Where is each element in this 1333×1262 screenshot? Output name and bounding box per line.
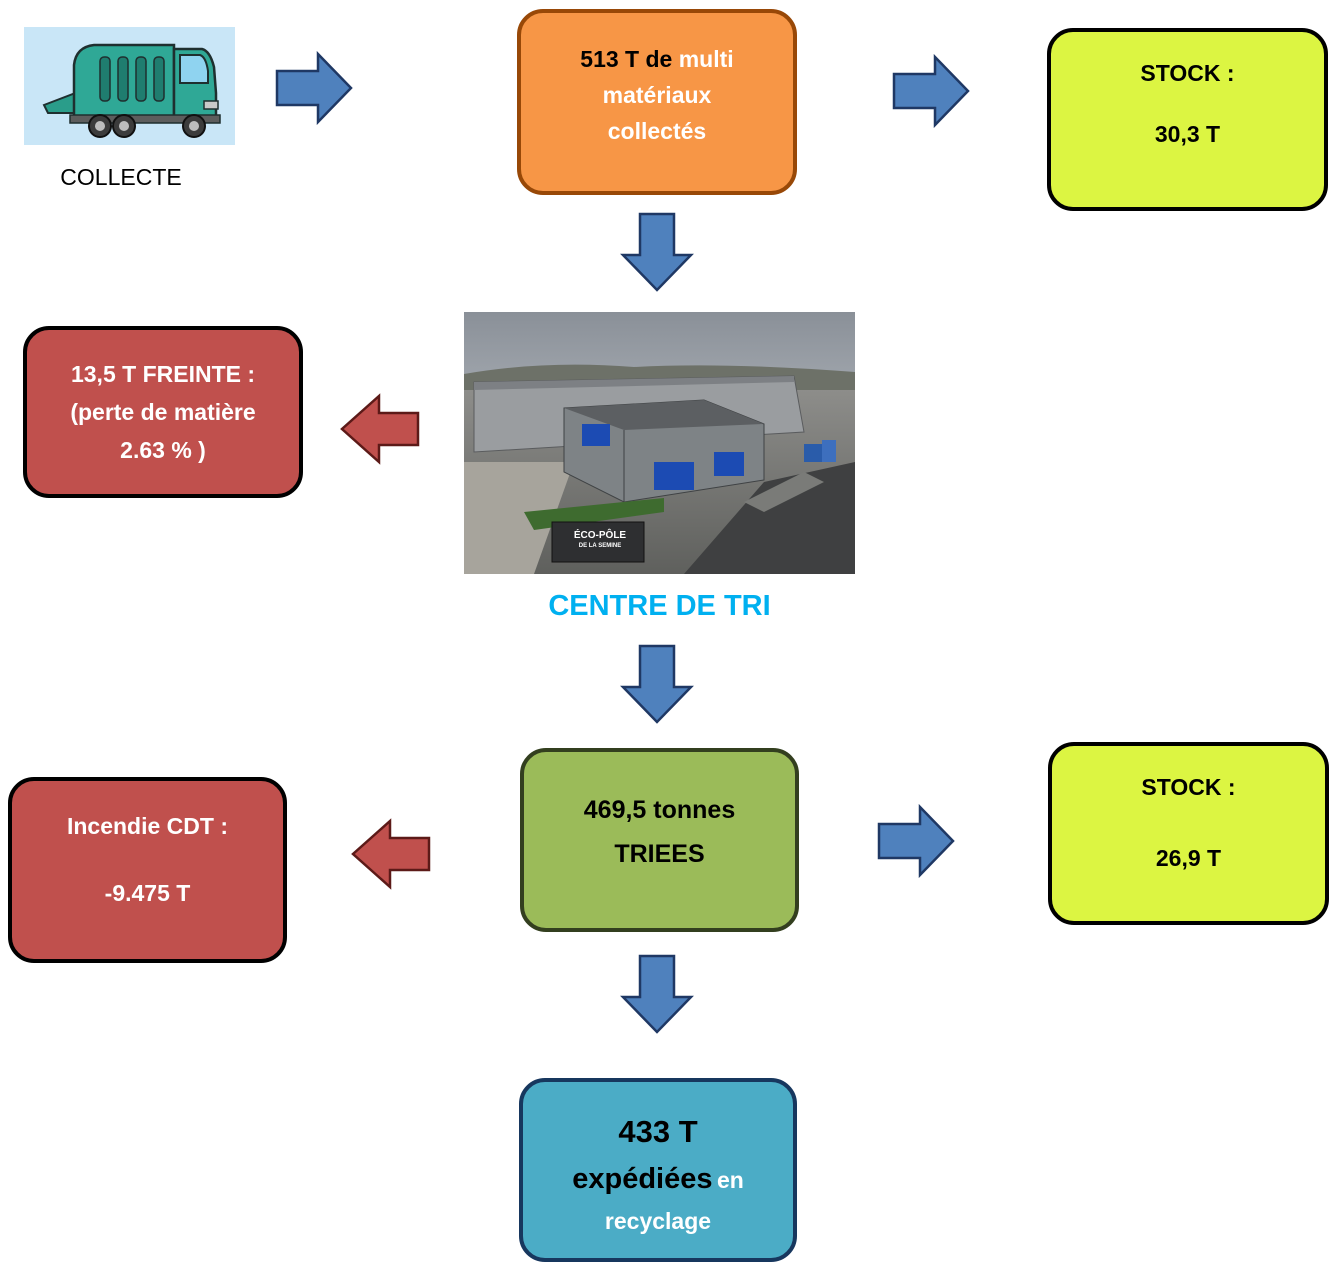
collected-line-1: 513 T de multi xyxy=(580,41,733,77)
centre-sign-sub: DE LA SEMINE xyxy=(578,543,622,549)
arrow-down-icon xyxy=(620,644,694,724)
arrow-right-icon xyxy=(275,51,353,125)
freinte-box: 13,5 T FREINTE : (perte de matière 2.63 … xyxy=(23,326,303,498)
freinte-line-1: 13,5 T FREINTE : xyxy=(70,361,256,387)
arrow-left-icon xyxy=(340,393,420,465)
centre-sign-text: ÉCO-PÔLE DE LA SEMINE xyxy=(558,530,642,552)
shipped-en: en xyxy=(716,1167,744,1193)
collected-line-2: matériaux xyxy=(602,82,712,108)
arrow-down-icon xyxy=(620,212,694,292)
stock-bottom-value: 26,9 T xyxy=(1155,845,1222,871)
garbage-truck-icon xyxy=(42,43,221,138)
centre-title: CENTRE DE TRI xyxy=(548,590,771,622)
stock-top-box: STOCK : 30,3 T xyxy=(1047,28,1328,211)
stock-top-label: STOCK : xyxy=(1140,60,1235,86)
centre-sign-name: ÉCO-PÔLE xyxy=(573,530,627,541)
collected-amount: 513 T de xyxy=(580,46,673,72)
collecte-label: COLLECTE xyxy=(60,164,182,190)
shipped-line-3: recyclage xyxy=(604,1208,712,1234)
shipped-expediees: expédiées xyxy=(572,1163,713,1195)
incendie-label: Incendie CDT : xyxy=(66,813,228,839)
collected-line-3: collectés xyxy=(607,118,707,144)
incendie-box: Incendie CDT : -9.475 T xyxy=(8,777,287,963)
shipped-box: 433 T expédiées en recyclage xyxy=(519,1078,797,1262)
collecte-truck-image xyxy=(24,27,235,145)
collected-multi: multi xyxy=(678,46,734,72)
stock-top-value: 30,3 T xyxy=(1154,121,1221,147)
sorted-line-1: 469,5 tonnes xyxy=(583,796,736,824)
stock-bottom-box: STOCK : 26,9 T xyxy=(1048,742,1329,925)
arrow-right-icon xyxy=(877,804,955,878)
sorting-centre-photo: ÉCO-PÔLE DE LA SEMINE xyxy=(464,312,855,574)
arrow-right-icon xyxy=(892,54,970,128)
sorted-box: 469,5 tonnes TRIEES xyxy=(520,748,799,932)
sorted-line-2: TRIEES xyxy=(614,840,705,868)
freinte-line-3: 2.63 % ) xyxy=(120,437,206,463)
arrow-down-icon xyxy=(620,954,694,1034)
stock-bottom-label: STOCK : xyxy=(1141,774,1236,800)
shipped-value: 433 T xyxy=(618,1114,698,1149)
freinte-line-2: (perte de matière xyxy=(70,399,256,425)
arrow-left-icon xyxy=(351,818,431,890)
incendie-value: -9.475 T xyxy=(104,880,191,906)
collected-box: 513 T de multi matériaux collectés xyxy=(517,9,797,195)
shipped-line-2: expédiées en xyxy=(572,1160,744,1203)
